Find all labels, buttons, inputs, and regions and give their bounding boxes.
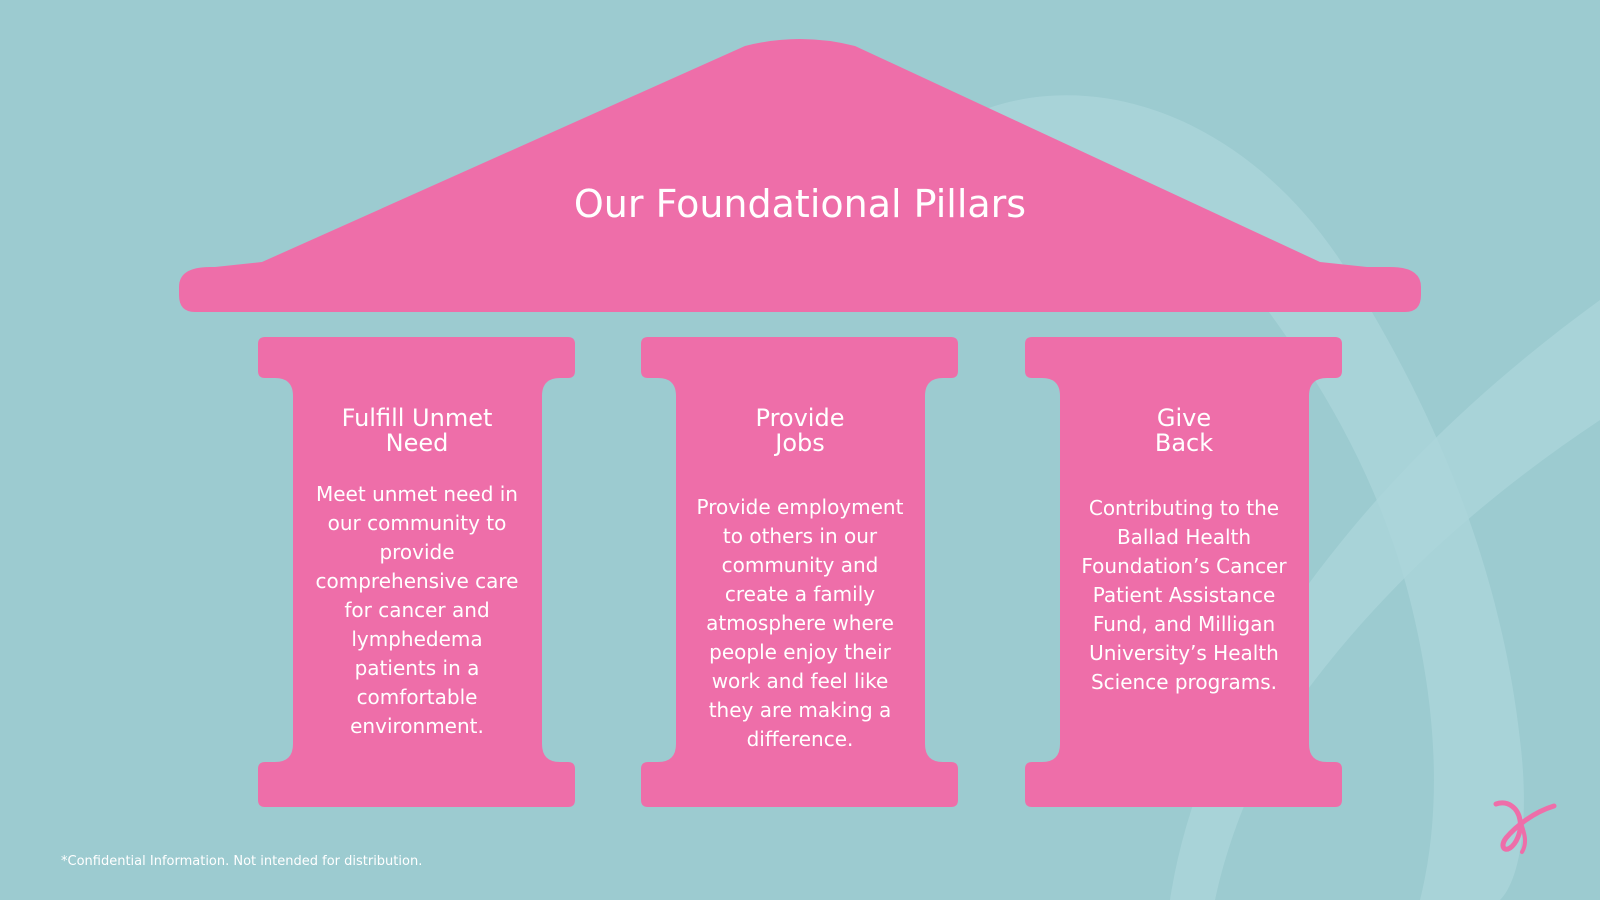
pillar-2-body-line: to others in our xyxy=(722,524,878,548)
pillar-3-heading-line: Back xyxy=(1154,429,1214,457)
pillar-1-body-line: comfortable xyxy=(356,685,478,709)
pillar-2-heading-line: Jobs xyxy=(775,429,825,457)
pillar-1-body-line: provide xyxy=(379,540,455,564)
pillar-1-heading-line: Need xyxy=(385,429,449,457)
pillar-shape-2 xyxy=(641,337,958,807)
pillar-1-body-line: Meet unmet need in xyxy=(316,482,518,506)
pink-ribbon-logo-icon xyxy=(1493,800,1557,854)
pillar-1-body-line: lymphedema xyxy=(351,627,483,651)
temple-roof xyxy=(179,39,1421,312)
pillar-3-body-line: Patient Assistance xyxy=(1092,583,1276,607)
pillar-2-body-line: Provide employment xyxy=(696,495,904,519)
pillar-3-body-line: Science programs. xyxy=(1090,670,1278,694)
pillar-3-body-line: University’s Health xyxy=(1089,641,1279,665)
pillar-2-body-line: difference. xyxy=(746,727,854,751)
pillar-1-heading-line: Fulfill Unmet xyxy=(341,404,493,432)
pillar-1-body-line: for cancer and xyxy=(344,598,490,622)
pillar-3-body-line: Contributing to the xyxy=(1088,496,1280,520)
pillar-3-description: Contributing to the Ballad Health Founda… xyxy=(1062,494,1306,697)
pillar-2-description: Provide employment to others in our comm… xyxy=(678,493,922,754)
pillar-2-body-line: community and xyxy=(721,553,879,577)
pillar-1-body-line: comprehensive care xyxy=(315,569,519,593)
pillar-2-body-line: people enjoy their xyxy=(709,640,891,664)
pillar-3-body-line: Foundation’s Cancer xyxy=(1081,554,1287,578)
pillar-shape-3 xyxy=(1025,337,1342,807)
pillar-2-body-line: create a family xyxy=(724,582,876,606)
pillar-3-body-line: Fund, and Milligan xyxy=(1092,612,1276,636)
pillar-1-body-line: patients in a xyxy=(354,656,480,680)
pillar-2-body-line: they are making a xyxy=(708,698,892,722)
pillar-2-body-line: atmosphere where xyxy=(706,611,894,635)
pillar-1-body-line: our community to xyxy=(327,511,507,535)
pillar-shape-1 xyxy=(258,337,575,807)
pillar-2-heading-line: Provide xyxy=(755,404,845,432)
pillar-3-heading: Give Back xyxy=(1062,406,1306,456)
pillar-1-description: Meet unmet need in our community to prov… xyxy=(295,480,539,741)
pillar-3-heading-line: Give xyxy=(1156,404,1212,432)
slide-title: Our Foundational Pillars xyxy=(573,182,1027,226)
pillar-3-body-line: Ballad Health xyxy=(1116,525,1252,549)
confidential-footnote: *Confidential Information. Not intended … xyxy=(61,854,423,869)
pillar-2-body-line: work and feel like xyxy=(711,669,889,693)
pillar-1-body-line: environment. xyxy=(350,714,484,738)
pillar-1-heading: Fulfill Unmet Need xyxy=(295,406,539,456)
pillar-2-heading: Provide Jobs xyxy=(678,406,922,456)
